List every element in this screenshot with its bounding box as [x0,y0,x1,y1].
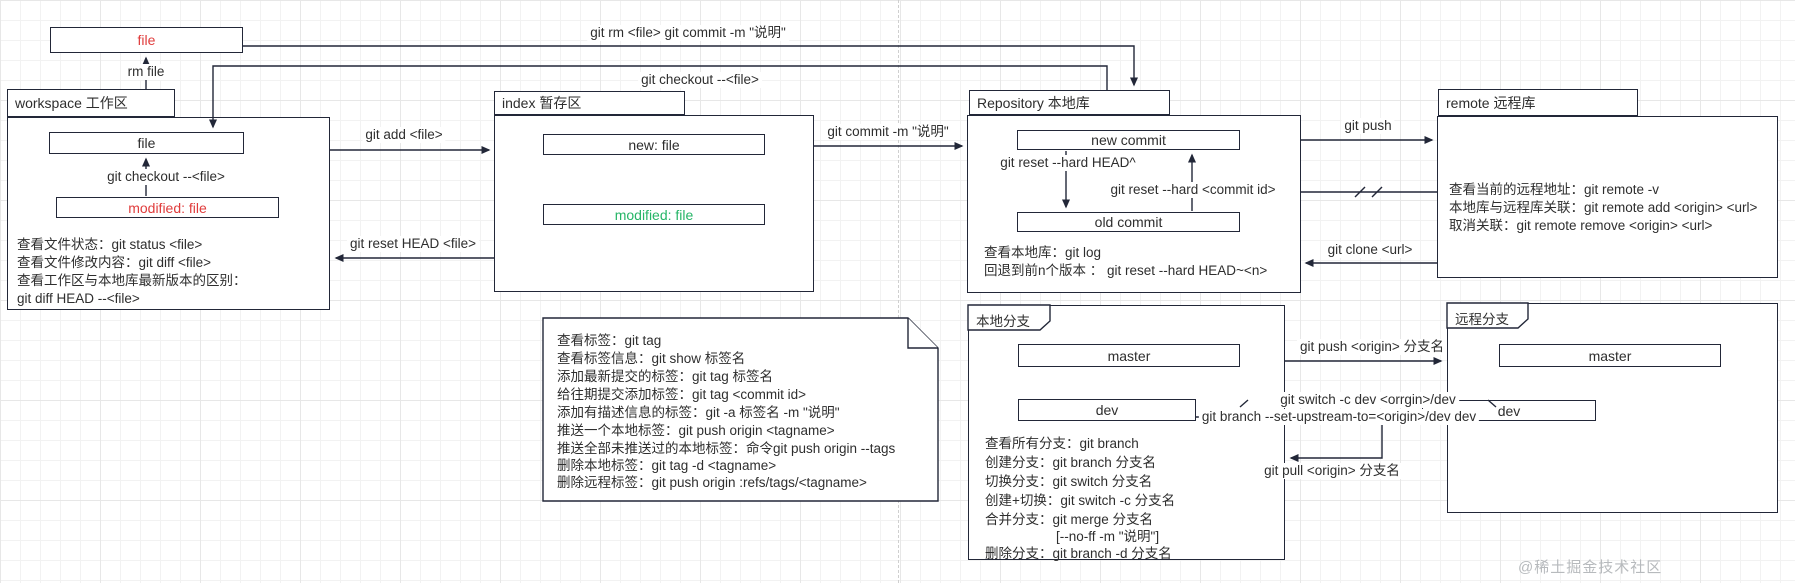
workspace-modified-node: modified: file [56,197,279,218]
repository-title: Repository 本地库 [977,94,1090,111]
local-branch-note-line: 合并分支：git merge 分支名 [985,512,1154,527]
edge-label-git-push: git push [1341,118,1395,134]
tag-note-line: 添加最新提交的标签：git tag 标签名 [557,369,774,384]
remote-note-line: 查看当前的远程地址：git remote -v [1449,182,1660,197]
edge-label-checkout-top: git checkout --<file> [638,72,762,88]
file-node-top-label: file [137,32,156,48]
local-dev-node: dev [1018,399,1196,421]
edge-label-git-add: git add <file> [362,127,446,143]
repository-note-line: 回退到前n个版本 ： git reset --hard HEAD~<n> [984,263,1268,278]
page-boundary-line [898,0,899,583]
index-new-file-node: new: file [543,134,765,155]
workspace-note-line: 查看文件修改内容：git diff <file> [17,255,212,270]
workspace-note-line: git diff HEAD --<file> [17,291,140,306]
edge-label-git-rm: git rm <file> git commit -m "说明" [587,25,789,41]
tags-note-fold [907,318,938,349]
remote-note-line: 取消关联：git remote remove <origin> <url> [1449,218,1713,233]
workspace-title: workspace 工作区 [15,95,128,111]
index-modified-node: modified: file [543,204,765,225]
repository-note-line: 查看本地库：git log [984,245,1102,260]
remote-body [1437,116,1778,278]
index-modified-label: modified: file [614,206,694,223]
workspace-note-line: 查看工作区与本地库最新版本的区别： [17,273,247,288]
local-branch-note-line: 创建+切换：git switch -c 分支名 [985,493,1176,508]
workspace-file-node: file [49,132,244,154]
tag-note-line: 删除本地标签：git tag -d <tagname> [557,458,777,473]
remote-title: remote 远程库 [1446,94,1536,111]
edge-label-reset-hard-head: git reset --hard HEAD^ [997,155,1139,171]
new-commit-label: new commit [1091,132,1166,148]
file-node-top: file [50,27,243,53]
remote-note-line: 本地库与远程库关联：git remote add <origin> <url> [1449,200,1758,215]
local-branch-note-line: 删除分支：git branch -d 分支名 [985,546,1172,561]
local-branch-note-line: 创建分支：git branch 分支名 [985,455,1157,470]
remote-branches-title: 远程分支 [1455,312,1509,327]
old-commit-node: old commit [1017,212,1240,232]
workspace-modified-label: modified: file [128,199,207,216]
tag-note-line: 添加有描述信息的标签：git -a 标签名 -m "说明" [557,405,840,420]
edge-crossed-slash [1371,186,1383,198]
tag-note-line: 推送一个本地标签：git push origin <tagname> [557,423,835,438]
workspace-note-line: 查看文件状态：git status <file> [17,237,203,252]
index-title: index 暂存区 [502,95,582,111]
index-header: index 暂存区 [494,91,685,115]
edge-label-reset-hard-commit: git reset --hard <commit id> [1107,182,1279,198]
index-new-file-label: new: file [628,136,680,153]
local-dev-label: dev [1095,402,1119,418]
local-master-node: master [1018,344,1240,367]
remote-header: remote 远程库 [1438,89,1638,116]
workspace-file-label: file [137,135,156,151]
edge-label-rm-file: rm file [124,64,168,80]
local-master-label: master [1107,347,1151,364]
tag-note-line: 给往期提交添加标签：git tag <commit id> [557,387,807,402]
edge-label-git-commit: git commit -m "说明" [824,124,952,140]
local-branches-title: 本地分支 [976,314,1030,329]
edge-label-reset-head: git reset HEAD <file> [346,236,480,252]
edge-label-set-upstream: git branch --set-upstream-to=<origin>/de… [1198,409,1480,425]
workspace-header: workspace 工作区 [7,89,175,117]
repository-header: Repository 本地库 [969,90,1170,115]
tag-note-line: 删除远程标签：git push origin :refs/tags/<tagna… [557,475,867,490]
tag-note-line: 查看标签：git tag [557,333,662,348]
remote-master-node: master [1499,344,1721,367]
old-commit-label: old commit [1094,214,1163,230]
edge-label-switch-c: git switch -c dev <orrgin>/dev [1277,392,1459,408]
remote-master-label: master [1588,347,1632,364]
local-branch-note-line: [--no-ff -m "说明"] [1056,529,1160,544]
edge-label-git-pull: git pull <origin> 分支名 [1261,463,1403,479]
edge-crossed-slash [1354,186,1366,198]
tag-note-line: 推送全部未推送过的本地标签：命令git push origin --tags [557,441,896,456]
local-branch-note-line: 查看所有分支：git branch [985,436,1139,451]
edge-label-checkout-inner: git checkout --<file> [104,169,228,185]
new-commit-node: new commit [1017,130,1240,150]
edge-label-git-clone: git clone <url> [1324,242,1416,258]
remote-dev-label: dev [1497,402,1521,419]
edge-label-push-origin: git push <origin> 分支名 [1296,339,1448,355]
watermark: @稀土掘金技术社区 [1518,559,1663,576]
tag-note-line: 查看标签信息：git show 标签名 [557,351,746,366]
local-branch-note-line: 切换分支：git switch 分支名 [985,474,1153,489]
